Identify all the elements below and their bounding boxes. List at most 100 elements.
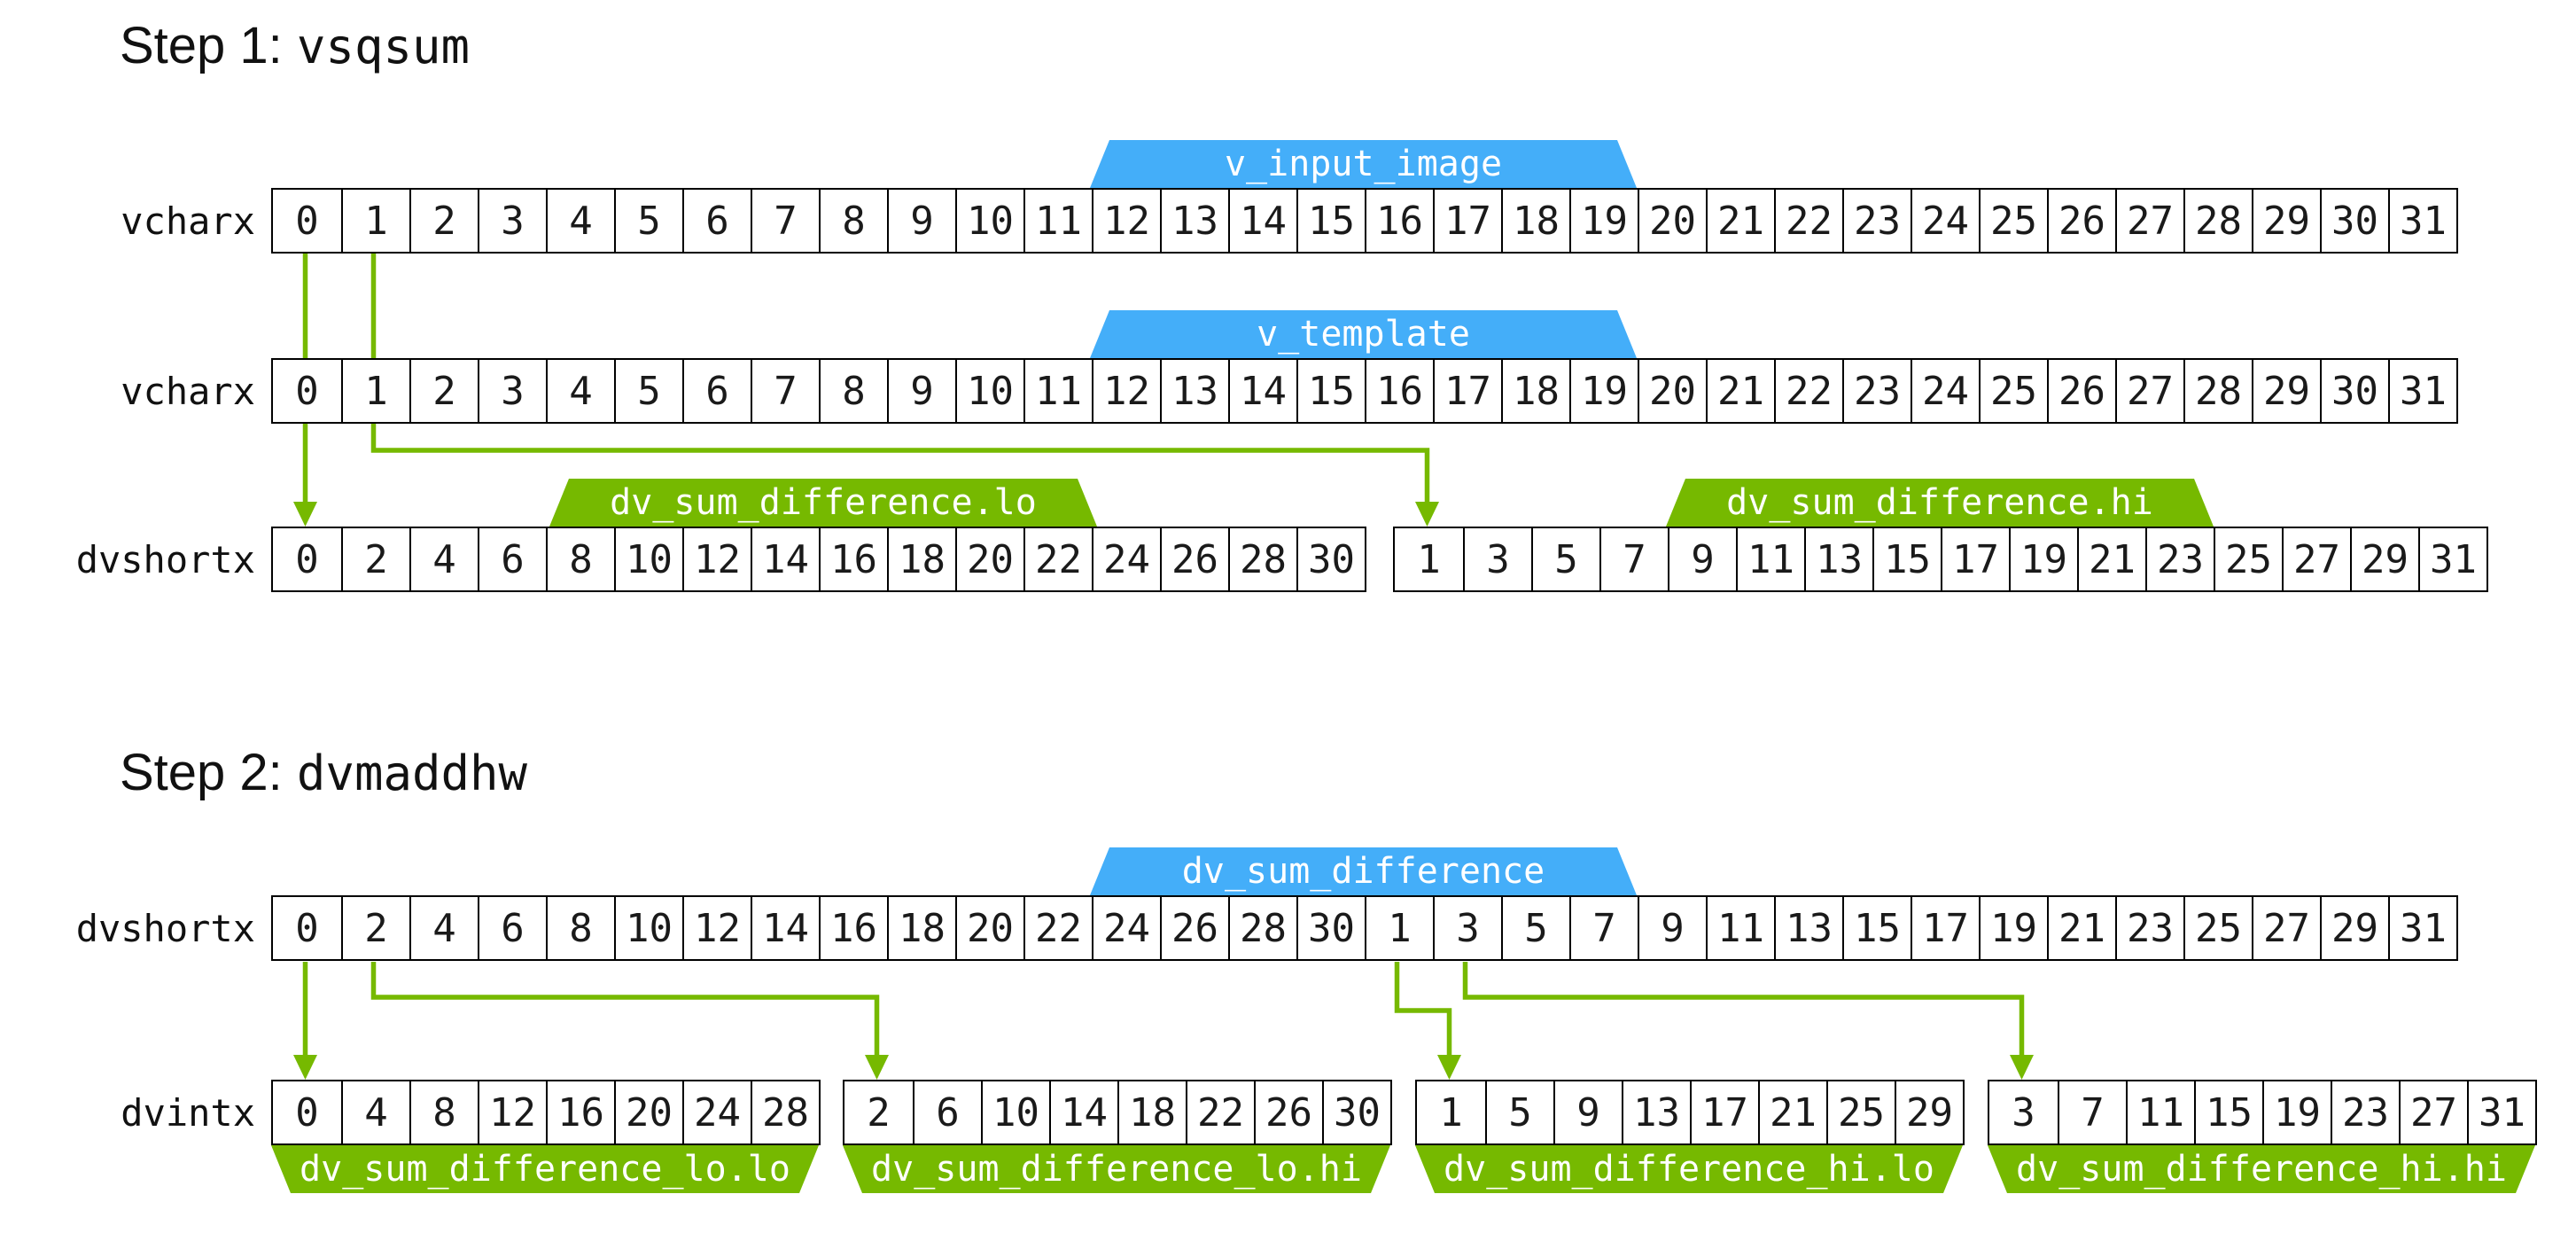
cell: 21 [2077,528,2145,590]
cell: 9 [1668,528,1736,590]
cell: 31 [2388,360,2456,422]
row-label-dvshortx-step1: dvshortx [0,527,255,592]
cell: 26 [2047,360,2115,422]
cell: 16 [1365,190,1433,252]
tag-dv-sum-difference-lo-hi: dv_sum_difference_lo.hi [843,1145,1390,1193]
cell: 8 [409,1081,478,1143]
cell: 24 [1092,528,1160,590]
cell: 14 [751,897,819,959]
cell: 30 [1296,897,1365,959]
cell: 9 [1553,1081,1622,1143]
cell: 18 [887,528,955,590]
cell: 7 [2058,1081,2126,1143]
step2-title-prefix: Step 2: [120,744,297,801]
cell: 15 [1296,360,1365,422]
cell: 24 [1092,897,1160,959]
cell: 29 [2252,360,2320,422]
cell: 5 [1501,897,1569,959]
tag-dv-sum-difference-hi-lo: dv_sum_difference_hi.lo [1415,1145,1963,1193]
cell: 0 [295,905,319,951]
cell: 20 [1638,190,1706,252]
cell: 16 [546,1081,614,1143]
cell: 8 [819,190,887,252]
cell: 7 [1569,897,1638,959]
step1-title-code: vsqsum [296,19,470,74]
cell: 6 [478,897,546,959]
cell: 29 [1895,1081,1963,1143]
cell: 11 [2126,1081,2194,1143]
cell: 27 [2252,897,2320,959]
cell: 28 [1228,897,1296,959]
cell: 0 [295,536,319,582]
cell: 10 [614,528,682,590]
cell: 4 [546,360,614,422]
cell: 3 [1463,528,1531,590]
cell: 28 [2183,190,2252,252]
cell: 4 [409,897,478,959]
cell: 14 [1228,190,1296,252]
cell: 23 [1842,190,1911,252]
cell: 2 [341,528,409,590]
tag-dv-sum-difference-hi: dv_sum_difference.hi [1666,479,2214,527]
cell: 12 [682,897,751,959]
cell: 25 [1979,190,2047,252]
cell: 10 [614,897,682,959]
tag-dv-sum-difference-lo-label: dv_sum_difference.lo [610,482,1037,523]
cell: 13 [1774,897,1842,959]
tag-v-template-label: v_template [1257,314,1470,355]
cell: 18 [1501,190,1569,252]
cell: 19 [1569,190,1638,252]
cell: 19 [2262,1081,2331,1143]
cell: 7 [1599,528,1668,590]
cell: 10 [955,190,1023,252]
tag-dv-sum-difference-hi-hi: dv_sum_difference_hi.hi [1988,1145,2535,1193]
cell: 4 [341,1081,409,1143]
cell: 1 [341,190,409,252]
cell: 5 [614,190,682,252]
cell: 21 [1706,360,1774,422]
cell: 31 [2388,897,2456,959]
cell: 8 [546,528,614,590]
cell: 22 [1186,1081,1254,1143]
cell: 26 [1160,528,1228,590]
cell: 9 [887,190,955,252]
cell: 16 [819,897,887,959]
cell: 5 [1485,1081,1553,1143]
cell: 28 [1228,528,1296,590]
cell: 11 [1736,528,1804,590]
cell: 21 [1706,190,1774,252]
cell: 15 [2194,1081,2262,1143]
cell: 19 [1979,897,2047,959]
cell: 25 [2214,528,2282,590]
cell: 2 [409,360,478,422]
cell: 27 [2399,1081,2467,1143]
tag-dv-sum-difference-hi-label: dv_sum_difference.hi [1726,482,2153,523]
row-label-text: vcharx [121,199,255,243]
cell: 16 [1365,360,1433,422]
arrow-step2-lane0 [293,962,317,1080]
cell: 28 [751,1081,819,1143]
cell: 21 [1758,1081,1826,1143]
cell: 27 [2115,360,2183,422]
tag-dv-sum-difference-hi-hi-label: dv_sum_difference_hi.hi [2016,1149,2507,1190]
row-label-dvintx: dvintx [0,1080,255,1145]
cell: 13 [1804,528,1872,590]
cell: 3 [1433,897,1501,959]
cell: 4 [546,190,614,252]
tag-dv-sum-difference-hi-lo-label: dv_sum_difference_hi.lo [1444,1149,1934,1190]
cell: 6 [682,190,751,252]
cell: 2 [341,897,409,959]
cell: 20 [955,528,1023,590]
tag-dv-sum-difference-lo-lo: dv_sum_difference_lo.lo [271,1145,819,1193]
cell: 1 [1439,1089,1463,1136]
tag-dv-sum-difference-lo-lo-label: dv_sum_difference_lo.lo [300,1149,790,1190]
cell: 1 [1365,897,1433,959]
cell: 1 [1417,536,1441,582]
cell: 8 [819,360,887,422]
cell: 9 [1638,897,1706,959]
